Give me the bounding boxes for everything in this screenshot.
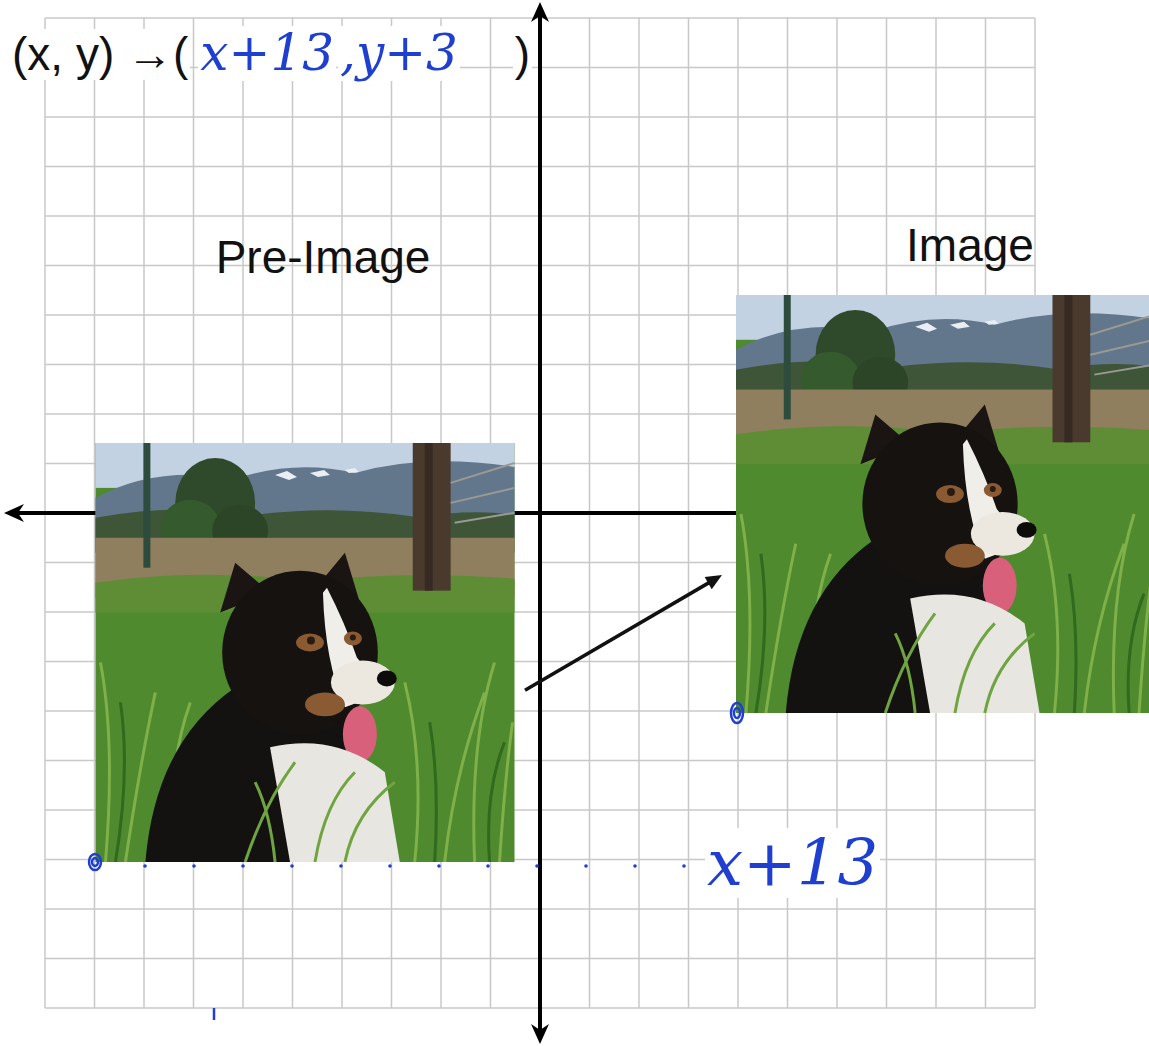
translation-arrow xyxy=(525,575,722,690)
dotted-guide xyxy=(633,864,637,868)
dotted-guide xyxy=(143,864,147,868)
dotted-guide xyxy=(486,864,490,868)
dotted-guide xyxy=(339,864,343,868)
image-heading: Image xyxy=(906,220,1034,271)
dotted-guide xyxy=(682,864,686,868)
y-axis xyxy=(538,10,542,1036)
handwritten-note: x+13 xyxy=(198,26,336,81)
formula-text: ) xyxy=(513,29,532,80)
axis-arrow xyxy=(531,1024,549,1044)
axis-arrow xyxy=(531,2,549,22)
formula-row: (x, y) →(x+13,y+3) xyxy=(10,26,532,81)
photo-frame: Pre-Image xyxy=(95,443,515,862)
dotted-guide xyxy=(192,864,196,868)
dotted-guide xyxy=(584,864,588,868)
formula-text: (x, y) →( xyxy=(10,29,190,80)
dotted-guide xyxy=(388,864,392,868)
dotted-guide xyxy=(437,864,441,868)
image-heading: Pre-Image xyxy=(216,232,431,283)
handwritten-note: ,y+3 xyxy=(338,26,460,81)
handwritten-note: x+13 xyxy=(705,828,880,898)
photo-frame: Image xyxy=(735,295,1149,713)
dotted-guide xyxy=(535,864,539,868)
dotted-guide xyxy=(290,864,294,868)
dotted-guide xyxy=(241,864,245,868)
axis-arrow xyxy=(4,504,24,522)
